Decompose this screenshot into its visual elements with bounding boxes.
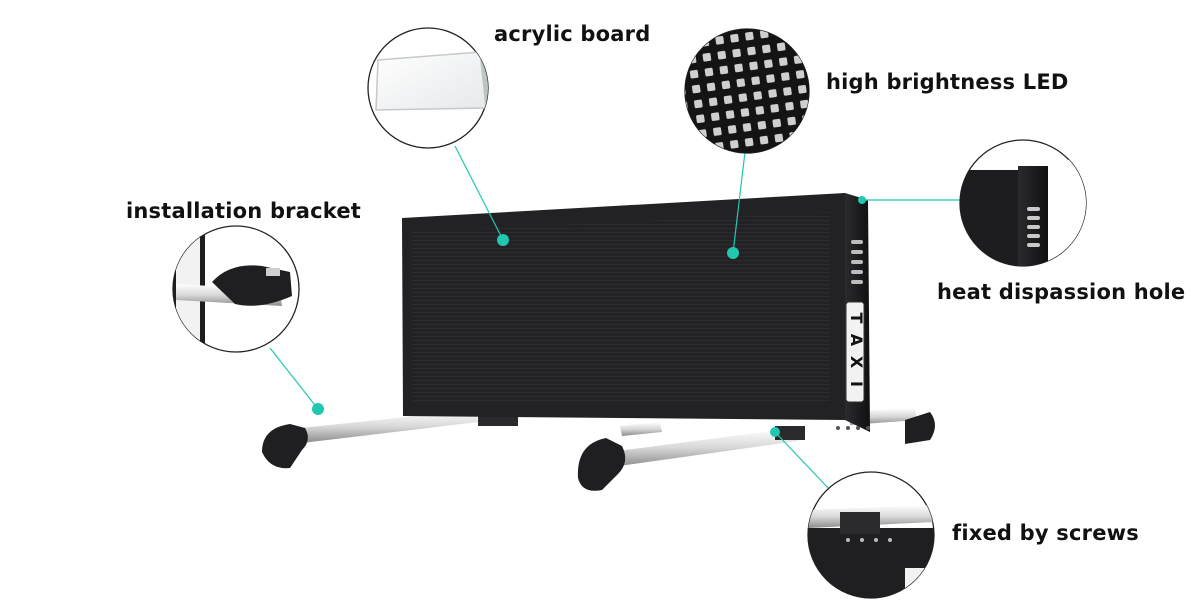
bracket-dot xyxy=(312,403,324,415)
side-vents xyxy=(851,240,863,284)
detail-screws xyxy=(807,471,935,599)
taxi-plate xyxy=(845,301,865,403)
bottom-screws xyxy=(836,426,870,430)
screw-dot xyxy=(770,427,780,437)
label-fixed-by-screws: fixed by screws xyxy=(952,521,1139,545)
heat-dot xyxy=(858,196,866,204)
rear-bar xyxy=(300,410,478,443)
detail-bracket xyxy=(172,225,300,353)
label-heat-dispassion-hole: heat dispassion hole xyxy=(937,280,1186,304)
roof-rack xyxy=(262,408,935,491)
taxi-letter-x: X xyxy=(847,356,866,369)
taxi-led-sign: T A X I xyxy=(402,193,870,432)
leader-dots xyxy=(312,196,866,437)
led-dot xyxy=(727,247,739,259)
taxi-letter-a: A xyxy=(847,334,866,347)
right-rear-foot xyxy=(905,412,935,444)
front-bar xyxy=(610,428,798,467)
led-screen xyxy=(412,212,830,404)
label-acrylic-board: acrylic board xyxy=(494,22,651,46)
leader-lines xyxy=(269,145,962,491)
label-installation-bracket: installation bracket xyxy=(126,199,362,223)
detail-led xyxy=(684,28,810,154)
acrylic-dot xyxy=(497,234,509,246)
detail-heat-hole xyxy=(959,139,1087,267)
taxi-letter-i: I xyxy=(847,381,866,387)
front-clamp xyxy=(775,426,805,440)
left-rear-foot xyxy=(262,424,308,469)
front-bar-left xyxy=(620,422,662,436)
taxi-letter-t: T xyxy=(847,313,866,324)
label-high-brightness-led: high brightness LED xyxy=(826,70,1069,94)
detail-acrylic-board xyxy=(367,27,489,149)
left-front-foot xyxy=(577,438,626,491)
